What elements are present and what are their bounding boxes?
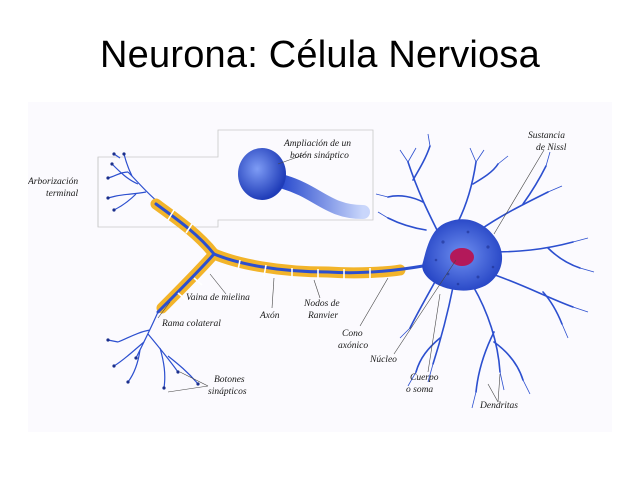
ranvier-nodes: [167, 209, 371, 301]
label-botones-1: Botones: [214, 375, 245, 385]
label-cono-1: Cono: [342, 329, 363, 339]
label-nucleo: Núcleo: [369, 355, 397, 365]
fine-dendrites: [375, 133, 595, 409]
synaptic-bulb: [238, 148, 286, 200]
slide-title: Neurona: Célula Nerviosa: [100, 34, 540, 76]
neuron-figure: Arborización terminal Ampliación de un b…: [28, 102, 612, 432]
label-cuerpo-2: o soma: [406, 385, 433, 395]
axon-group: [150, 198, 425, 314]
label-axon: Axón: [259, 311, 280, 321]
label-dendritas: Dendritas: [479, 401, 518, 411]
terminal-arborization: [107, 153, 159, 211]
label-arborizacion-2: terminal: [46, 189, 79, 199]
nucleus: [450, 248, 474, 266]
terminal-dots: [106, 152, 126, 212]
label-rama: Rama colateral: [161, 319, 221, 329]
label-sustancia-2: de Nissl: [536, 143, 567, 153]
label-botones-2: sinápticos: [208, 387, 247, 397]
synaptic-button-inset: [97, 129, 374, 228]
label-nodos-1: Nodos de: [303, 299, 340, 309]
leader-lines: [157, 149, 545, 403]
label-nodos-2: Ranvier: [307, 311, 338, 321]
label-ampliacion-2: botón sináptico: [290, 151, 349, 161]
label-cono-2: axónico: [338, 341, 368, 351]
label-vaina: Vaina de mielina: [186, 293, 250, 303]
label-sustancia-1: Sustancia: [528, 131, 565, 141]
collateral-dots: [106, 338, 200, 390]
label-arborizacion-1: Arborización: [28, 177, 78, 187]
label-ampliacion-1: Ampliación de un: [283, 139, 351, 149]
collateral-terminals: [107, 311, 199, 389]
label-cuerpo-1: Cuerpo: [410, 373, 439, 383]
labels: Arborización terminal Ampliación de un b…: [28, 131, 567, 411]
nissl-substance: [434, 230, 495, 286]
neuron-diagram: Arborización terminal Ampliación de un b…: [28, 129, 595, 411]
